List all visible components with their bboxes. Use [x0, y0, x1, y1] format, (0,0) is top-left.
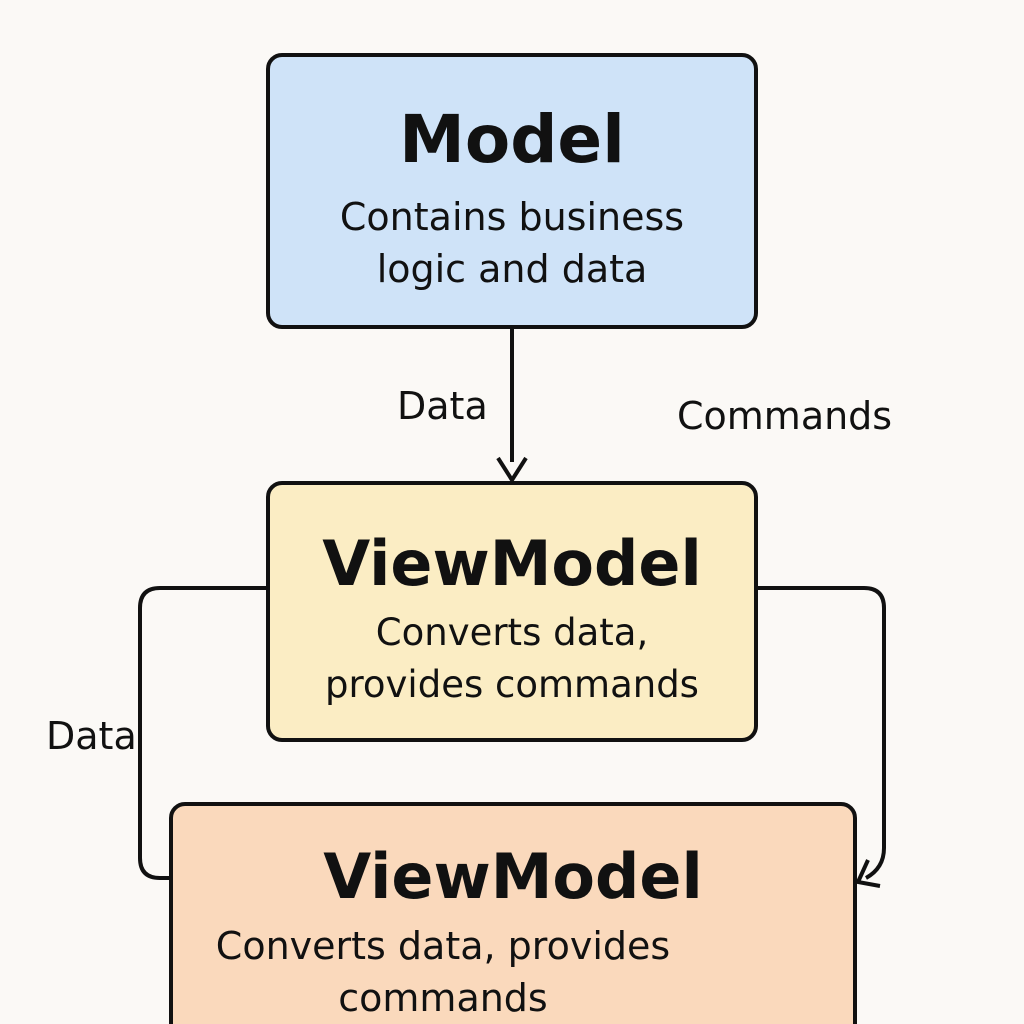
arrowhead-right-loop: [855, 859, 881, 888]
viewmodel-lower-title: ViewModel: [323, 840, 703, 913]
connector-right-loop: [758, 586, 886, 880]
edge-label-data: Data: [397, 384, 488, 428]
viewmodel-description: Converts data, provides commands: [325, 611, 699, 706]
viewmodel-box-lower: ViewModel Converts data, provides comman…: [169, 802, 857, 1024]
viewmodel-title: ViewModel: [322, 527, 702, 600]
model-description: Contains business logic and data: [339, 195, 685, 291]
viewmodel-lower-description: Converts data, provides commands: [215, 924, 671, 1020]
model-box: Model Contains business logic and data: [266, 53, 758, 329]
connector-left-loop: [138, 586, 266, 880]
model-title: Model: [399, 101, 625, 178]
edge-label-data-left: Data: [46, 714, 137, 758]
edge-label-commands: Commands: [677, 394, 893, 438]
arrowhead-model-to-viewmodel: [496, 456, 528, 484]
viewmodel-box: ViewModel Converts data, provides comman…: [266, 481, 758, 742]
